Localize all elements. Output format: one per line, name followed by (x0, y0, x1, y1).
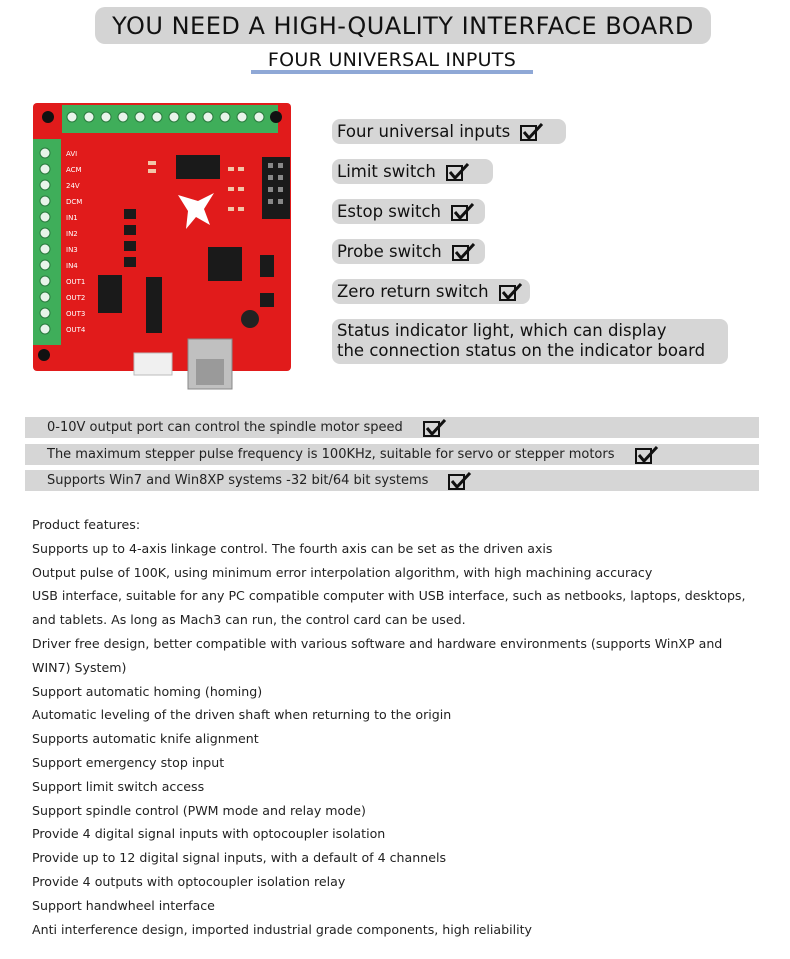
bar-label: The maximum stepper pulse frequency is 1… (47, 447, 615, 462)
product-features: Product features: Supports up to 4-axis … (32, 513, 752, 941)
feature-item: Provide up to 12 digital signal inputs, … (32, 850, 447, 866)
svg-text:IN1: IN1 (66, 214, 78, 222)
feature-label: Probe switch (337, 242, 442, 261)
checkbox-checked-icon (450, 202, 475, 221)
feature-item: Supports automatic knife alignment (32, 731, 259, 747)
svg-text:24V: 24V (66, 182, 80, 190)
feature-label: Limit switch (337, 162, 436, 181)
feature-zero-return-switch: Zero return switch (332, 279, 530, 304)
feature-estop-switch: Estop switch (332, 199, 485, 224)
title-banner: YOU NEED A HIGH-QUALITY INTERFACE BOARD (95, 7, 711, 44)
bar-os-support: Supports Win7 and Win8XP systems -32 bit… (25, 470, 759, 491)
svg-text:IN2: IN2 (66, 230, 78, 238)
feature-item: Supports up to 4-axis linkage control. T… (32, 540, 553, 556)
svg-text:AVI: AVI (66, 150, 77, 158)
pcb-body (33, 103, 291, 371)
checkbox-checked-icon (634, 445, 659, 464)
feature-label: Estop switch (337, 202, 441, 221)
feature-item: Output pulse of 100K, using minimum erro… (32, 564, 653, 580)
feature-limit-switch: Limit switch (332, 159, 493, 184)
feature-item: Support emergency stop input (32, 754, 225, 770)
checkbox-checked-icon (520, 122, 544, 141)
feature-item: Driver free design, better compatible wi… (32, 635, 723, 675)
feature-item: USB interface, suitable for any PC compa… (32, 588, 746, 628)
svg-text:ACM: ACM (66, 166, 82, 174)
feature-item: Automatic leveling of the driven shaft w… (32, 707, 452, 723)
feature-four-universal-inputs: Four universal inputs (332, 119, 566, 144)
svg-text:OUT4: OUT4 (66, 326, 86, 334)
svg-text:OUT3: OUT3 (66, 310, 85, 318)
bar-label: Supports Win7 and Win8XP systems -32 bit… (47, 473, 429, 488)
feature-item: Support spindle control (PWM mode and re… (32, 802, 366, 818)
svg-text:OUT1: OUT1 (66, 278, 85, 286)
checkbox-checked-icon (451, 242, 476, 261)
svg-text:IN3: IN3 (66, 246, 78, 254)
feature-item: Support limit switch access (32, 778, 205, 794)
eagle-logo (178, 193, 214, 229)
checkbox-checked-icon (498, 282, 523, 301)
feature-item: Support handwheel interface (32, 897, 215, 913)
status-line-2: the connection status on the indicator b… (337, 341, 706, 360)
feature-probe-switch: Probe switch (332, 239, 485, 264)
feature-item: Anti interference design, imported indus… (32, 921, 532, 937)
feature-label: Four universal inputs (337, 122, 511, 141)
checkbox-checked-icon (445, 162, 470, 181)
subtitle: FOUR UNIVERSAL INPUTS (267, 49, 517, 71)
feature-item: Provide 4 outputs with optocoupler isola… (32, 873, 346, 889)
feature-item: Support automatic homing (homing) (32, 683, 263, 699)
interface-board-image: AVI ACM 24V DCM IN1 IN2 IN3 IN4 OUT1 OUT… (28, 97, 296, 397)
checkbox-checked-icon (448, 471, 472, 490)
svg-text:IN4: IN4 (66, 262, 78, 270)
svg-text:DCM: DCM (66, 198, 82, 206)
svg-text:OUT2: OUT2 (66, 294, 85, 302)
bar-pulse-frequency: The maximum stepper pulse frequency is 1… (25, 444, 759, 465)
page-title: YOU NEED A HIGH-QUALITY INTERFACE BOARD (112, 11, 694, 40)
bar-label: 0-10V output port can control the spindl… (47, 420, 403, 435)
feature-status-indicator: Status indicator light, which can displa… (332, 319, 728, 364)
features-heading: Product features: (32, 517, 141, 532)
subtitle-underline (251, 70, 533, 74)
feature-label: Zero return switch (337, 282, 489, 301)
status-line-1: Status indicator light, which can displa… (337, 321, 667, 340)
bar-spindle-output: 0-10V output port can control the spindl… (25, 417, 759, 438)
feature-item: Provide 4 digital signal inputs with opt… (32, 826, 386, 842)
checkbox-checked-icon (422, 418, 447, 437)
